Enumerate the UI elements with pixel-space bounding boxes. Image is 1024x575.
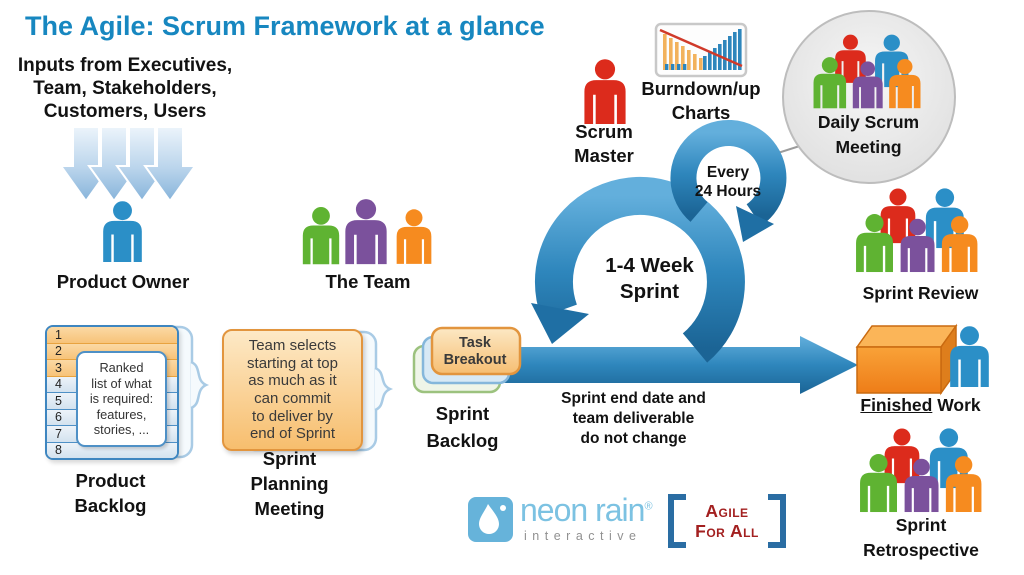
backlog-row: 1: [47, 327, 177, 344]
every-24-hours-label: Every 24 Hours: [694, 164, 762, 200]
agile-for-all-text: Agile For All: [695, 501, 759, 541]
burndown-charts-label: Burndown/up Charts: [641, 78, 761, 123]
agile-for-all-logo: Agile For All: [668, 494, 786, 548]
product-owner-person-icon: [103, 201, 142, 262]
finished-word: Finished: [860, 395, 933, 415]
task-breakout-cards: [412, 326, 522, 394]
daily-loop-arrow: [670, 120, 787, 242]
finished-work-box-icon: [855, 323, 958, 396]
work-word: Work: [932, 395, 981, 415]
sprint-end-note: Sprint end date and team deliverable do …: [561, 390, 706, 447]
sprint-backlog-label: Sprint Backlog: [426, 403, 499, 451]
daily-scrum-meeting-label: Daily Scrum Meeting: [817, 112, 920, 157]
water-drop-icon: [479, 504, 499, 534]
task-breakout-card-label: Task Breakout: [443, 334, 507, 369]
flow-arrow: [498, 336, 858, 394]
bracket-right: [768, 494, 786, 548]
neon-rain-logo: neon rain®: [520, 492, 653, 529]
team-people-icons: [303, 199, 432, 264]
neon-rain-mark: [468, 497, 513, 542]
neon-rain-wordmark: neon rain: [520, 492, 645, 528]
sprint-loop-arrow: [531, 177, 745, 363]
sprint-retrospective-label: Sprint Retrospective: [863, 515, 979, 560]
the-team-label: The Team: [325, 271, 411, 292]
sprint-planning-note-box: Team selects starting at top as much as …: [222, 329, 363, 451]
sprint-review-label: Sprint Review: [862, 283, 979, 303]
page-title: The Agile: Scrum Framework at a glance: [25, 11, 545, 41]
registered-mark: ®: [644, 500, 653, 513]
sprint-retrospective-people-icons: [860, 428, 981, 512]
sprint-duration-label: 1-4 Week Sprint: [605, 254, 694, 303]
finished-work-label: Finished Work: [828, 395, 1013, 416]
input-arrows-icon: [59, 126, 197, 203]
ranked-list-note: Ranked list of what is required: feature…: [76, 351, 167, 447]
product-owner-label: Product Owner: [56, 271, 190, 292]
product-backlog-label: Product Backlog: [74, 470, 147, 516]
neon-rain-subtitle: interactive: [524, 529, 642, 543]
burndown-chart-icon: [654, 22, 748, 78]
sprint-review-people-icons: [856, 188, 977, 272]
scrum-master-label: Scrum Master: [574, 121, 634, 166]
bracket-left: [668, 494, 686, 548]
sprint-planning-label: Sprint Planning Meeting: [250, 448, 329, 519]
inputs-note: Inputs from Executives, Team, Stakeholde…: [17, 55, 233, 122]
